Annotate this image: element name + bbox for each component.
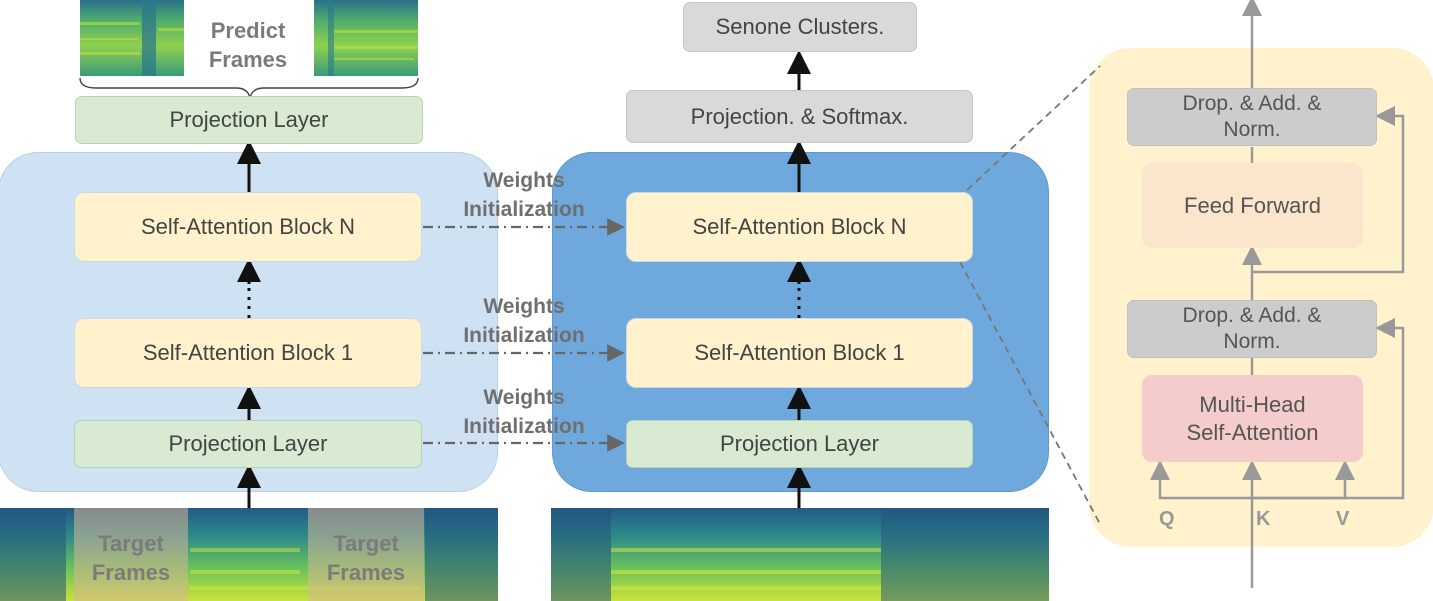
target-frames-label-2: Target Frames: [326, 531, 406, 585]
weights-initialization-label-block-n: Weights Initialization: [463, 169, 585, 221]
target-frames-label-1: Target Frames: [91, 531, 171, 585]
pretrain-self-attention-block-1: Self-Attention Block 1: [74, 318, 422, 388]
pretrain-projection-layer-bottom: Projection Layer: [74, 420, 422, 468]
query-label: Q: [1159, 508, 1175, 530]
input-spectrogram-finetuning: [551, 508, 1049, 601]
pretrain-self-attention-block-n: Self-Attention Block N: [74, 192, 422, 262]
predicted-spectrogram-left: [80, 0, 184, 76]
detail-residual-ff: [1252, 106, 1405, 274]
multi-head-self-attention-box: Multi-Head Self-Attention: [1142, 375, 1363, 462]
finetune-self-attention-block-1: Self-Attention Block 1: [626, 318, 973, 388]
weights-initialization-label-block-1: Weights Initialization: [463, 295, 585, 347]
detail-input-v: [1252, 460, 1355, 500]
predict-brace: [79, 77, 419, 99]
finetune-self-attention-block-n: Self-Attention Block N: [626, 192, 973, 262]
finetune-projection-layer: Projection Layer: [626, 420, 973, 468]
target-frames-mask-1: [74, 508, 188, 601]
weights-initialization-label-projection: Weights Initialization: [463, 386, 585, 438]
drop-add-norm-bottom: Drop. & Add. & Norm.: [1127, 300, 1377, 358]
target-frames-mask-2: [308, 508, 424, 601]
projection-softmax-layer: Projection. & Softmax.: [626, 90, 973, 143]
detail-input-q: [1150, 460, 1252, 500]
key-label: K: [1256, 508, 1271, 530]
predict-frames-label: Predict Frames: [208, 18, 288, 72]
value-label: V: [1336, 508, 1350, 530]
feed-forward-box: Feed Forward: [1142, 163, 1363, 248]
drop-add-norm-top: Drop. & Add. & Norm.: [1127, 88, 1377, 146]
pretrain-projection-layer-top: Projection Layer: [75, 96, 423, 144]
senone-clusters-output: Senone Clusters.: [683, 2, 917, 52]
predicted-spectrogram-right: [314, 0, 418, 76]
zoom-line-top: [966, 65, 1101, 191]
zoom-line-bottom: [959, 261, 1101, 525]
